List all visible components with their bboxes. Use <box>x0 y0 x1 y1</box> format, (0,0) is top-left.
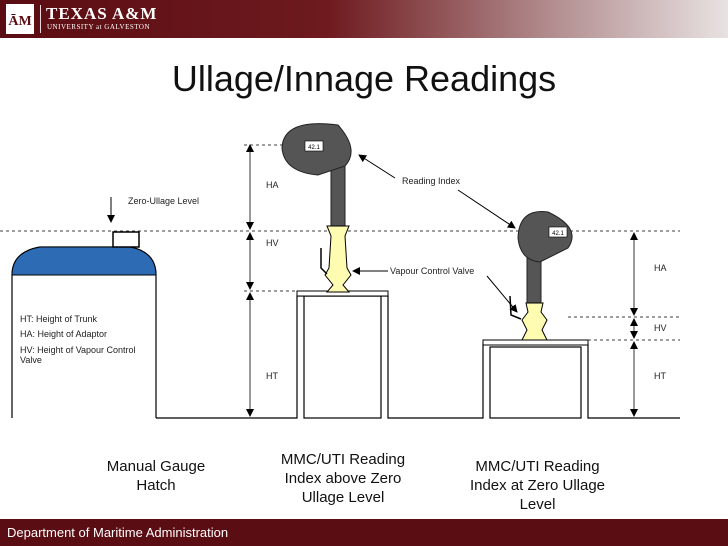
caption-index-at: MMC/UTI Reading Index at Zero Ullage Lev… <box>469 458 606 513</box>
svg-text:42.1: 42.1 <box>308 145 320 151</box>
atm-logo-icon: ĀM <box>6 4 34 34</box>
logo-divider <box>40 5 41 33</box>
gauge-display-left <box>304 140 324 152</box>
vapour-valve-arrow-right <box>486 275 518 313</box>
ht-label-right: HT <box>654 371 666 381</box>
ha-label-left: HA <box>266 180 279 190</box>
trunk-left <box>303 295 382 419</box>
valve-handle-right <box>509 295 522 320</box>
ht-label-left: HT <box>266 371 278 381</box>
hv-label-right: HV <box>654 323 667 333</box>
footer-text: Department of Maritime Administration <box>7 525 229 540</box>
reading-index-label: Reading Index <box>402 176 461 186</box>
tank-liquid-top <box>11 246 157 276</box>
logo-subtitle: UNIVERSITY at GALVESTON <box>47 23 151 31</box>
legend-hv: HV: Height of Vapour Control Valve <box>20 345 136 365</box>
svg-text:ĀM: ĀM <box>8 13 31 29</box>
reading-index-arrow-right <box>457 189 516 229</box>
valve-handle-left <box>320 248 328 275</box>
vapour-valve-left <box>324 225 352 293</box>
gauge-display-right <box>548 226 568 238</box>
header-bar: ĀM TEXAS A&M UNIVERSITY at GALVESTON <box>0 0 728 38</box>
deck-outline <box>156 295 680 419</box>
legend-ha: HA: Height of Adaptor <box>20 329 108 339</box>
trunk-cap-right <box>482 339 589 346</box>
mmc-gauge-right <box>517 211 573 263</box>
caption-index-above: MMC/UTI Reading Index above Zero Ullage … <box>280 451 406 506</box>
logo-title: TEXAS A&M <box>46 4 158 23</box>
vapour-valve-label: Vapour Control Valve <box>390 266 475 276</box>
reading-index-arrow-left <box>358 154 396 179</box>
slide-title: Ullage/Innage Readings <box>171 58 557 99</box>
legend-ht: HT: Height of Trunk <box>20 314 98 324</box>
ha-label-right: HA <box>654 263 667 273</box>
zero-ullage-label: Zero-Ullage Level <box>128 196 200 206</box>
footer-bar: Department of Maritime Administration <box>0 519 728 546</box>
caption-manual-gauge: Manual Gauge Hatch <box>106 458 206 494</box>
svg-text:42.1: 42.1 <box>552 231 564 237</box>
vapour-valve-right <box>521 302 548 341</box>
hv-label-left: HV <box>266 238 279 248</box>
manual-gauge-hatch <box>112 231 140 248</box>
trunk-right <box>489 346 582 419</box>
